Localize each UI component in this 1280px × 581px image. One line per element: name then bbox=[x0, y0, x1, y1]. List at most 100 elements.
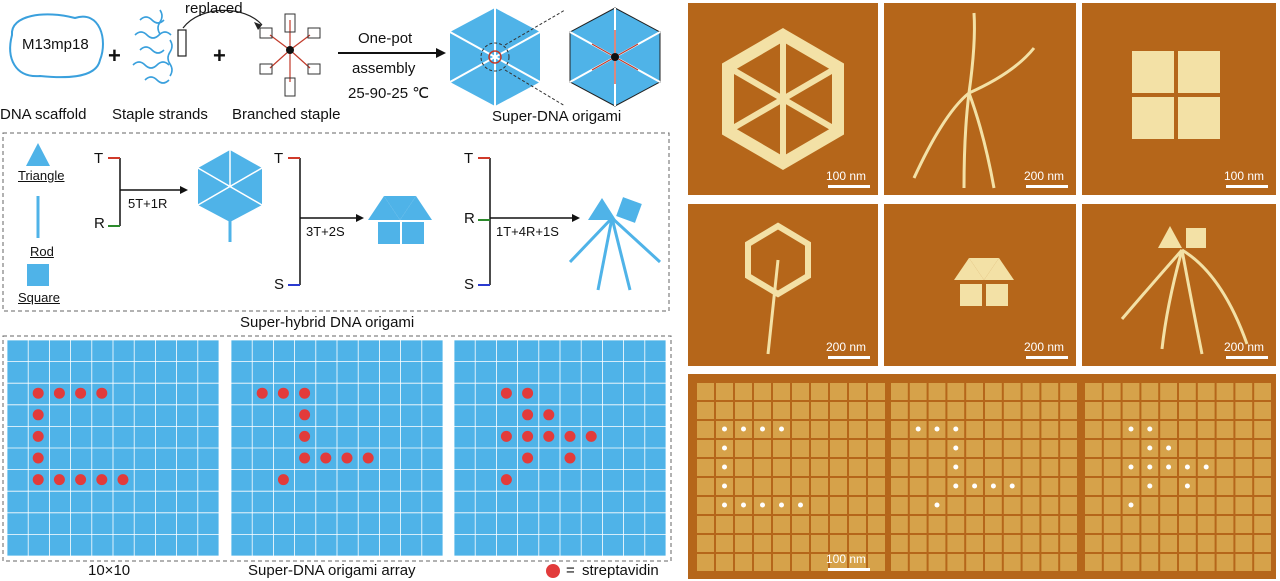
streptavidin-dot bbox=[75, 474, 87, 486]
origami-array-3 bbox=[453, 339, 667, 557]
scale-label-4: 200 nm bbox=[826, 340, 867, 354]
scale-label-5: 200 nm bbox=[1024, 340, 1065, 354]
t-label-2: T bbox=[274, 150, 284, 167]
scale-label-6: 200 nm bbox=[1224, 340, 1265, 354]
scalebar-2 bbox=[1026, 185, 1068, 188]
r-label-1: R bbox=[94, 215, 105, 232]
streptavidin-dot bbox=[32, 452, 44, 464]
afm-hybrid-1: 200 nm bbox=[688, 204, 878, 366]
r-label-3: R bbox=[464, 210, 475, 227]
streptavidin-dot bbox=[320, 452, 332, 464]
origami-array-2 bbox=[230, 339, 444, 557]
streptavidin-dot bbox=[53, 474, 65, 486]
array-box bbox=[2, 335, 672, 562]
scalebar-7 bbox=[828, 568, 870, 571]
arrow-bot-label: 25-90-25 ℃ bbox=[348, 85, 430, 102]
square-label: Square bbox=[18, 290, 60, 305]
super-origami-hexagon bbox=[449, 8, 541, 106]
scalebar-4 bbox=[828, 356, 870, 359]
streptavidin-dot bbox=[522, 430, 534, 442]
scale-label-3: 100 nm bbox=[1224, 169, 1265, 183]
staple-strands-icon bbox=[132, 9, 173, 84]
streptavidin-dot bbox=[277, 474, 289, 486]
rod-label: Rod bbox=[30, 244, 54, 259]
replaced-box bbox=[177, 29, 187, 57]
afm-hybrid-3: 200 nm bbox=[1082, 204, 1276, 366]
afm-array-2 bbox=[891, 383, 1077, 571]
legend-eq: = bbox=[566, 562, 575, 579]
streptavidin-dot bbox=[299, 387, 311, 399]
streptavidin-dot bbox=[500, 474, 512, 486]
streptavidin-dot bbox=[522, 409, 534, 421]
scheme-5t1r bbox=[108, 150, 263, 242]
afm-array-1 bbox=[697, 383, 885, 571]
streptavidin-dot bbox=[53, 387, 65, 399]
afm-square: 100 nm bbox=[1082, 3, 1276, 195]
triangle-label: Triangle bbox=[18, 168, 65, 183]
streptavidin-dot bbox=[299, 409, 311, 421]
scalebar-6 bbox=[1226, 356, 1268, 359]
streptavidin-dot bbox=[500, 430, 512, 442]
branched-label: Branched staple bbox=[232, 106, 341, 123]
streptavidin-dot bbox=[32, 409, 44, 421]
streptavidin-dot bbox=[96, 474, 108, 486]
square-icon bbox=[27, 264, 49, 286]
scheme-1t4r1s bbox=[478, 157, 662, 291]
streptavidin-dot bbox=[543, 409, 555, 421]
streptavidin-legend-dot bbox=[546, 564, 560, 578]
array-size: 10×10 bbox=[88, 562, 131, 579]
streptavidin-dot bbox=[543, 430, 555, 442]
streptavidin-dot bbox=[96, 387, 108, 399]
t-label-3: T bbox=[464, 150, 474, 167]
arrow-mid-label: assembly bbox=[352, 60, 416, 77]
replaced-label: replaced bbox=[185, 0, 243, 17]
plus-2: + bbox=[213, 43, 226, 68]
streptavidin-dot bbox=[564, 430, 576, 442]
streptavidin-dot bbox=[32, 430, 44, 442]
afm-array-3 bbox=[1085, 383, 1271, 571]
replaced-arrow bbox=[182, 9, 263, 29]
streptavidin-dot bbox=[277, 387, 289, 399]
eq-5t1r: 5T+1R bbox=[128, 196, 168, 211]
eq-1t4r1s: 1T+4R+1S bbox=[496, 224, 559, 239]
scaffold-label: DNA scaffold bbox=[0, 106, 87, 123]
scalebar-5 bbox=[1026, 356, 1068, 359]
hybrid-title: Super-hybrid DNA origami bbox=[240, 314, 415, 331]
scheme-3t2s bbox=[288, 157, 432, 286]
scalebar-3 bbox=[1226, 185, 1268, 188]
s-label-3: S bbox=[464, 276, 475, 293]
streptavidin-dot bbox=[585, 430, 597, 442]
scaffold-box-label: M13mp18 bbox=[22, 36, 89, 53]
eq-3t2s: 3T+2S bbox=[306, 224, 345, 239]
t-label-1: T bbox=[94, 150, 104, 167]
streptavidin-dot bbox=[299, 430, 311, 442]
hybrid-box bbox=[2, 132, 670, 312]
arrow-top-label: One-pot bbox=[358, 30, 413, 47]
branched-staple-icon bbox=[269, 20, 311, 82]
afm-rods: 200 nm bbox=[884, 3, 1076, 195]
scale-label-1: 100 nm bbox=[826, 169, 867, 183]
origami-arrays bbox=[6, 339, 667, 557]
streptavidin-dot bbox=[117, 474, 129, 486]
staple-label: Staple strands bbox=[112, 106, 208, 123]
streptavidin-dot bbox=[32, 474, 44, 486]
legend-label: streptavidin bbox=[582, 562, 659, 579]
super-origami-zoom bbox=[569, 7, 661, 107]
streptavidin-dot bbox=[75, 387, 87, 399]
triangle-icon bbox=[26, 143, 50, 166]
array-title: Super-DNA origami array bbox=[248, 562, 416, 579]
streptavidin-dot bbox=[500, 387, 512, 399]
streptavidin-dot bbox=[522, 452, 534, 464]
streptavidin-dot bbox=[564, 452, 576, 464]
streptavidin-dot bbox=[32, 387, 44, 399]
plus-1: + bbox=[108, 43, 121, 68]
afm-arrays: 100 nm bbox=[688, 374, 1276, 579]
streptavidin-dot bbox=[362, 452, 374, 464]
super-label: Super-DNA origami bbox=[492, 108, 622, 125]
schematic-canvas bbox=[2, 7, 672, 578]
streptavidin-dot bbox=[522, 387, 534, 399]
afm-hexagon: 100 nm bbox=[688, 3, 878, 195]
scale-label-7: 100 nm bbox=[826, 552, 867, 566]
scale-label-2: 200 nm bbox=[1024, 169, 1065, 183]
scalebar-1 bbox=[828, 185, 870, 188]
